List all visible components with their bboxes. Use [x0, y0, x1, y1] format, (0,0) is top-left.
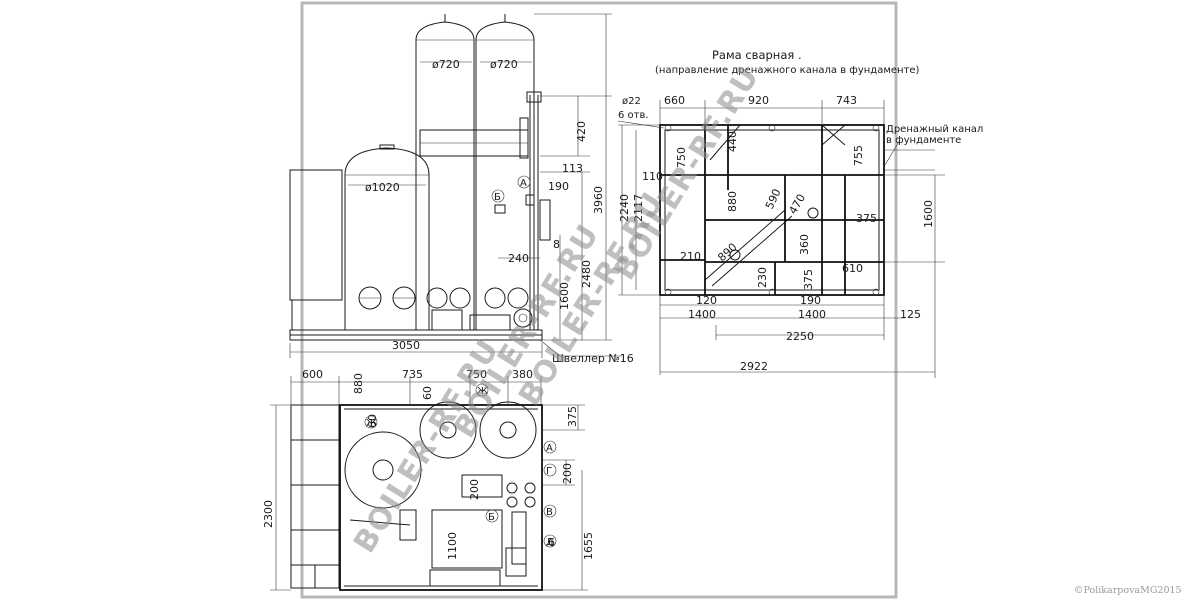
dimension-label: 1600 — [558, 282, 571, 310]
dimension-label: 120 — [696, 294, 717, 307]
copyright-text: ©PolikarpovaMG2015 — [1074, 585, 1182, 596]
drain-label: в фундаменте — [886, 135, 961, 146]
watermark: BOILER-RF.RU — [347, 333, 506, 559]
dimension-label: 920 — [748, 94, 769, 107]
vessel-diameter-label: ø1020 — [365, 181, 400, 194]
frame-title: Рама сварная . — [712, 48, 802, 62]
dimension-label: 6 отв. — [618, 110, 649, 121]
dimension-label: 2480 — [580, 260, 593, 288]
dimension-label: 2922 — [740, 360, 768, 373]
dimension-label: 880 — [352, 373, 365, 394]
marker-label: Б — [494, 192, 501, 203]
dimension-label: 1600 — [922, 200, 935, 228]
dimension-label: 600 — [302, 368, 323, 381]
dimension-label: 890 — [715, 241, 739, 265]
dimension-label: 590 — [763, 187, 784, 212]
dimension-label: 110 — [642, 170, 663, 183]
dimension-label: 1400 — [688, 308, 716, 321]
front-view: ø720 ø720 ø1020 420 113 190 3960 2480 16… — [289, 13, 634, 365]
dimension-label: 1655 — [582, 532, 595, 560]
dimension-label: 200 — [561, 463, 574, 484]
marker-label: Ж — [366, 418, 377, 429]
marker-label: А — [546, 443, 553, 454]
dimension-label: 375 — [856, 212, 877, 225]
dimension-label: 113 — [562, 162, 583, 175]
dimension-label: 1400 — [798, 308, 826, 321]
dimension-label: 470 — [786, 192, 808, 217]
dimension-label: ø22 — [622, 96, 641, 107]
dimension-label: 1100 — [446, 532, 459, 560]
dimension-label: 755 — [852, 145, 865, 166]
dimension-label: 2300 — [262, 500, 275, 528]
dimension-label: 375 — [802, 269, 815, 290]
dimension-label: 240 — [508, 252, 529, 265]
vessel-diameter-label: ø720 — [490, 58, 518, 71]
dimension-label: 6 — [548, 536, 555, 549]
dimension-label: 660 — [664, 94, 685, 107]
dimension-label: 60 — [421, 386, 434, 400]
dimension-label: 210 — [680, 250, 701, 263]
dimension-label: 2250 — [786, 330, 814, 343]
dimension-label: 360 — [798, 234, 811, 255]
dimension-label: 743 — [836, 94, 857, 107]
dimension-label: 750 — [466, 368, 487, 381]
channel-label: Швеллер №16 — [552, 352, 634, 365]
marker-label: Ж — [477, 386, 488, 397]
marker-label: Г — [546, 466, 552, 477]
plan-view: 600 880 735 750 380 60 60 375 200 200 11… — [262, 368, 595, 591]
dimension-label: 375 — [566, 406, 579, 427]
dimension-label: 190 — [548, 180, 569, 193]
dimension-label: 230 — [756, 267, 769, 288]
dimension-label: 60 — [366, 414, 379, 428]
dimension-label: 2240 — [618, 194, 631, 222]
dimension-label: 380 — [512, 368, 533, 381]
marker-label: Б — [488, 512, 495, 523]
vessel-diameter-label: ø720 — [432, 58, 460, 71]
dimension-label: 190 — [800, 294, 821, 307]
dimension-label: 440 — [726, 131, 739, 152]
marker-label: В — [546, 507, 553, 518]
dimension-label: 125 — [900, 308, 921, 321]
marker-label: А — [520, 178, 527, 189]
dimension-label: 880 — [726, 191, 739, 212]
dimension-label: 750 — [675, 147, 688, 168]
drain-label: Дренажный канал — [886, 124, 983, 135]
dimension-label: 735 — [402, 368, 423, 381]
dimension-label: 420 — [575, 121, 588, 142]
frame-subtitle: (направление дренажного канала в фундаме… — [655, 65, 920, 76]
marker-label: Д — [546, 537, 554, 548]
dimension-label: 8 — [553, 238, 560, 251]
dimension-label: 200 — [468, 479, 481, 500]
dimension-label: 2117 — [632, 194, 645, 222]
dimension-label: 3050 — [392, 339, 420, 352]
dimension-label: 610 — [842, 262, 863, 275]
dimension-label: 3960 — [592, 186, 605, 214]
